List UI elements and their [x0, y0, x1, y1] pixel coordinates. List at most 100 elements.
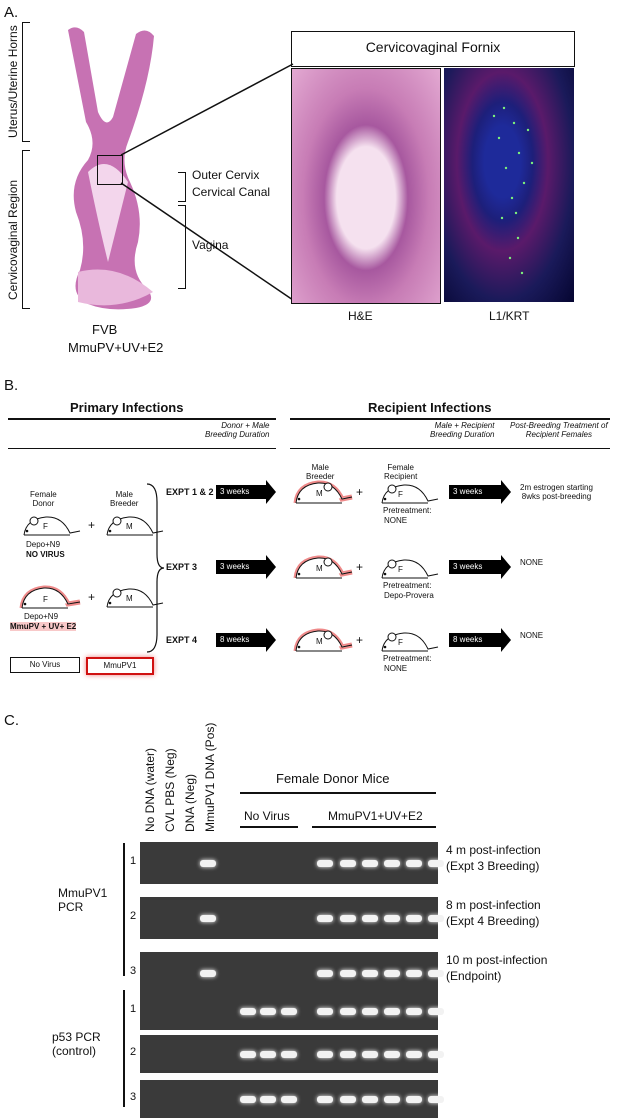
gel-row-number: 1 [130, 855, 137, 867]
whole-organ-histology [68, 27, 154, 310]
gel-band [362, 1051, 378, 1058]
gel-band [340, 1051, 356, 1058]
legend-no-virus: No Virus [10, 657, 80, 673]
expt-duration-arrow: 3 weeks [216, 480, 276, 504]
timepoint-line2: (Endpoint) [446, 969, 502, 983]
gel-band [362, 915, 378, 922]
gel-band [317, 1096, 333, 1103]
gel-band [406, 860, 422, 867]
donor2-virus: MmuPV + UV+ E2 [10, 622, 77, 631]
gel-image [140, 992, 444, 1030]
gel-row-number: 3 [130, 965, 137, 977]
mmupv-pcr-label: MmuPV1 PCR [58, 886, 108, 914]
gel-band [362, 860, 378, 867]
gel-row-number: 2 [130, 910, 137, 922]
donor-bracket [146, 483, 165, 653]
pretreatment-value: NONE [384, 664, 408, 673]
gel-row-number: 2 [130, 1046, 137, 1058]
gel-band [362, 1008, 378, 1015]
female-recipient-icon [381, 484, 439, 504]
stain-l1-label: L1/KRT [489, 309, 530, 323]
gel-band [384, 860, 400, 867]
l1-signal-dots [492, 106, 534, 275]
expt-name: EXPT 4 [166, 635, 198, 645]
gel-band [428, 1008, 444, 1015]
donor2-pretreatment: Depo+N9 [24, 612, 59, 621]
mouse-infected-donor-icon [19, 585, 81, 609]
zoom-box [97, 155, 123, 185]
female-recipient-icon [381, 559, 439, 579]
gel-band [317, 915, 333, 922]
plus: + [356, 560, 364, 574]
gel-band [281, 1051, 297, 1058]
lane-header-3: DNA (Neg) [183, 773, 197, 832]
gel-band [317, 1051, 333, 1058]
gel-image [140, 952, 444, 994]
l1-krt-image [444, 68, 574, 302]
pretreatment-label: Pretreatment: [383, 654, 432, 663]
plus-1: + [88, 518, 96, 532]
gel-band [340, 860, 356, 867]
mouse-m-label: M [316, 489, 323, 498]
treatment-label: MmuPV+UV+E2 [68, 340, 164, 355]
lane-header-1: No DNA (water) [143, 747, 157, 832]
expt-name: EXPT 1 & 2 [166, 487, 214, 497]
gel-band [428, 860, 444, 867]
post-breeding-treatment: NONE [520, 631, 544, 640]
mouse-f-label-2: F [43, 595, 48, 604]
gel-band [384, 1096, 400, 1103]
mouse-f-label: F [398, 490, 403, 499]
p53-pcr-label: p53 PCR (control) [52, 1030, 101, 1058]
gel-image [140, 897, 444, 939]
panel-a-letter: A. [4, 4, 19, 21]
male-recipient-duration: Male + Recipient Breeding Duration [430, 421, 495, 439]
recipient-duration: 3 weeks [453, 562, 483, 571]
label-vagina: Vagina [192, 238, 229, 252]
plus: + [356, 485, 364, 499]
gel-band [240, 1008, 256, 1015]
gel-band [281, 1096, 297, 1103]
gel-band [281, 1008, 297, 1015]
male-breeder-infected-icon [293, 480, 353, 504]
gel-band [406, 1051, 422, 1058]
mouse-f-label: F [398, 565, 403, 574]
gel-band [260, 1008, 276, 1015]
he-stain-image [291, 68, 441, 304]
male-breeder-infected-icon [293, 628, 353, 652]
post-breeding-treatment: 2m estrogen starting 8wks post-breeding [520, 483, 593, 501]
pretreatment-label: Pretreatment: [383, 581, 432, 590]
gel-band [340, 915, 356, 922]
gel-band [384, 1051, 400, 1058]
zoom-title: Cervicovaginal Fornix [365, 39, 501, 55]
recipient-duration-arrow: 8 weeks [449, 628, 511, 652]
pretreatment-value: Depo-Provera [384, 591, 434, 600]
strain-label: FVB [92, 322, 118, 337]
expt-duration: 3 weeks [220, 562, 250, 571]
recipient-duration-arrow: 3 weeks [449, 555, 511, 579]
female-recipient-label: Female Recipient [384, 463, 418, 481]
gel-image [140, 1080, 444, 1118]
gel-band [428, 1096, 444, 1103]
gel-band [384, 915, 400, 922]
gel-band [260, 1051, 276, 1058]
mouse-male-breeder-icon-2 [106, 588, 164, 608]
lane-header-4: MmuPV1 DNA (Pos) [203, 722, 217, 832]
gel-band [384, 970, 400, 977]
gel-band [384, 1008, 400, 1015]
pretreatment-value: NONE [384, 516, 408, 525]
group-no-virus: No Virus [244, 809, 290, 823]
gel-band [317, 860, 333, 867]
zoom-title-box [291, 31, 575, 67]
gel-band [240, 1096, 256, 1103]
mouse-female-donor-icon [23, 516, 81, 536]
label-cervical-canal: Cervical Canal [192, 185, 271, 199]
gel-band [340, 1096, 356, 1103]
male-breeder-label-2: Male Breeder [306, 463, 335, 481]
gel-band [362, 970, 378, 977]
male-breeder-infected-icon [293, 555, 353, 579]
mouse-m-label-2: M [126, 594, 133, 603]
gel-band [317, 970, 333, 977]
recipient-duration: 3 weeks [453, 487, 483, 496]
timepoint-line1: 10 m post-infection [446, 953, 548, 967]
lane-header-2: CVL PBS (Neg) [163, 748, 177, 832]
